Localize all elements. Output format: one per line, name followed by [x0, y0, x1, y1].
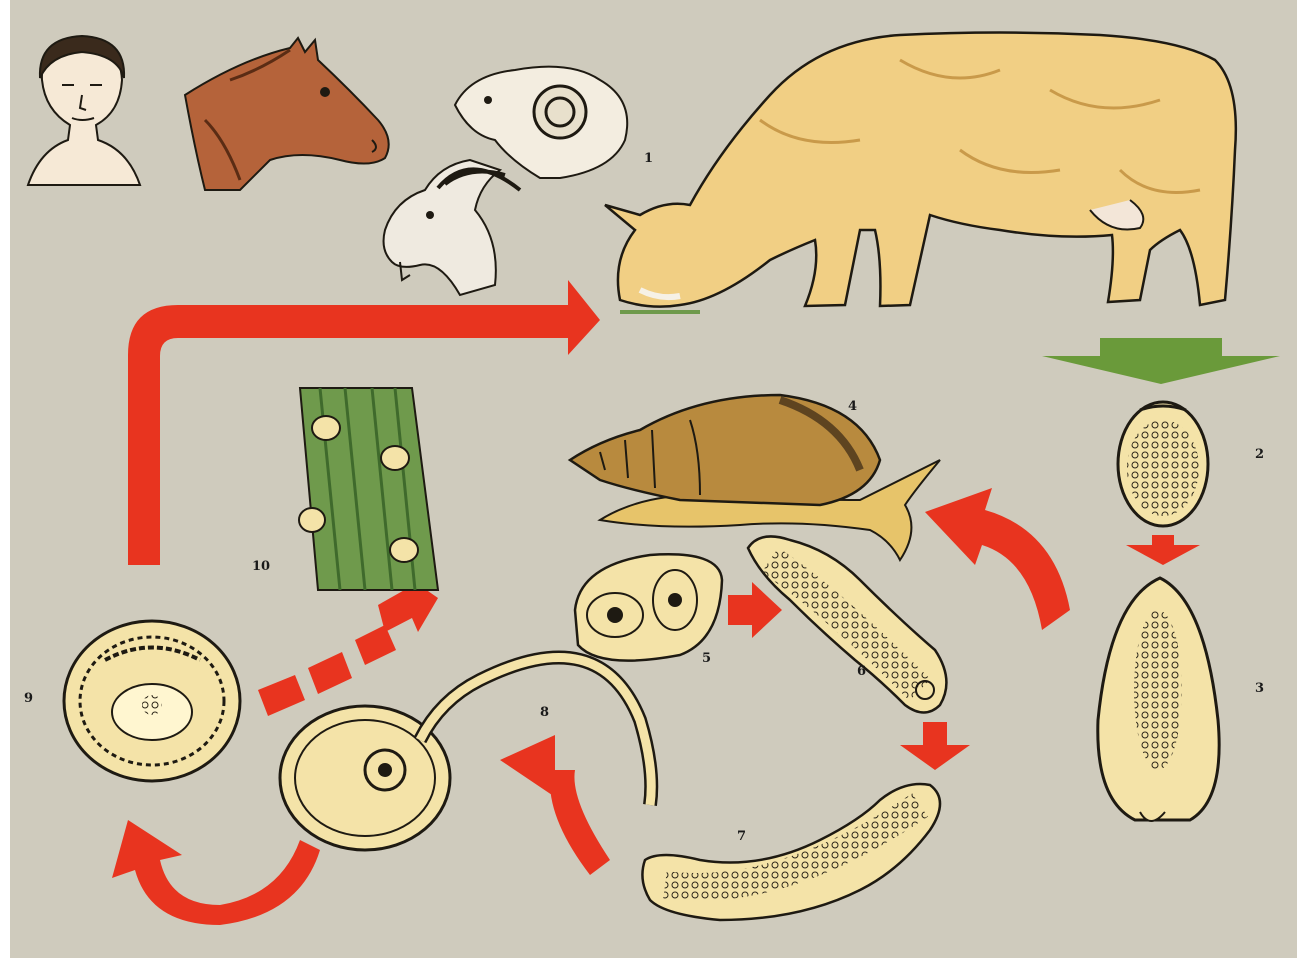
- label-7: 7: [737, 829, 746, 844]
- label-1: 1: [644, 151, 653, 166]
- arrow-redia-to-cercaria: [500, 735, 610, 875]
- egg-illustration: [1118, 402, 1208, 526]
- sporocyst-illustration: [575, 554, 722, 660]
- redia-2-illustration: [642, 784, 940, 920]
- cyst-illustration: [64, 621, 240, 781]
- sheep-head-icon: [455, 67, 627, 178]
- snail-icon: [570, 395, 940, 560]
- miracidium-illustration: [1098, 578, 1219, 821]
- arrow-redia-to-redia: [900, 722, 970, 770]
- arrow-cercaria-to-cyst: [112, 820, 320, 925]
- arrow-sporocyst-to-redia: [728, 582, 782, 638]
- green-down-arrow: [1042, 338, 1280, 384]
- human-head-icon: [28, 36, 140, 185]
- redia-1-illustration: [748, 536, 946, 712]
- horse-head-icon: [185, 38, 389, 190]
- label-8: 8: [540, 705, 549, 720]
- label-5: 5: [702, 651, 711, 666]
- arrow-egg-to-miracidium: [1126, 535, 1200, 565]
- arrow-miracidium-to-snail: [925, 488, 1070, 630]
- label-3: 3: [1255, 681, 1264, 696]
- label-2: 2: [1255, 447, 1264, 462]
- cow-icon: [605, 33, 1236, 313]
- label-4: 4: [848, 399, 857, 414]
- label-10: 10: [252, 559, 270, 574]
- goat-head-icon: [384, 160, 520, 295]
- label-9: 9: [24, 691, 33, 706]
- label-6: 6: [857, 664, 866, 679]
- arrow-cyst-to-grass: [258, 575, 438, 716]
- cercaria-illustration: [280, 658, 651, 851]
- grass-blade-illustration: [299, 388, 438, 590]
